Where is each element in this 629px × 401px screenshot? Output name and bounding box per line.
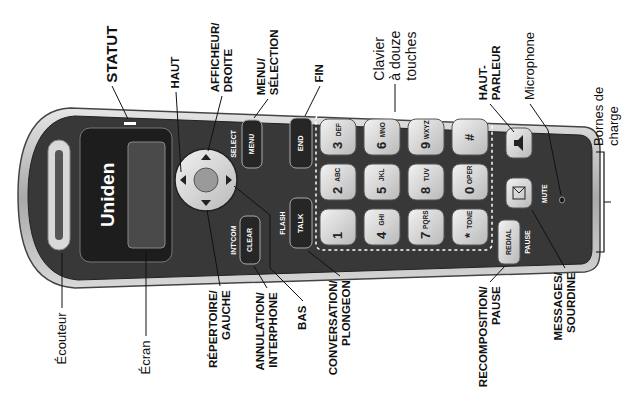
key-text: 7 <box>419 231 434 238</box>
nav-arrow <box>226 175 232 185</box>
envelope-icon <box>513 187 525 199</box>
key-text: TONE <box>466 210 473 228</box>
earpiece <box>48 140 70 250</box>
callout-label: MENU/ SÉLECTION <box>255 9 281 95</box>
key-text: 6 <box>375 141 390 148</box>
callout-label: AFFICHEUR/ DROITE <box>209 8 235 92</box>
keypad-keys <box>320 119 488 245</box>
key-text: 1 <box>331 231 346 238</box>
key-text: 9 <box>419 141 434 148</box>
callout-label: ANNULATION/ INTERPHONE <box>254 292 280 392</box>
key-text: GHI <box>378 213 385 225</box>
callout-label: RECOMPOSITION/ PAUSE <box>477 286 503 394</box>
speaker-key <box>506 128 532 158</box>
callout-label: STATUT <box>103 2 120 82</box>
message-key <box>506 178 532 208</box>
nav-ring <box>175 149 237 211</box>
screen-panel <box>80 128 172 262</box>
key-text: TUV <box>422 168 429 181</box>
key-text: JKL <box>378 168 385 180</box>
key-text: 5 <box>375 186 390 193</box>
nav-center <box>194 168 218 192</box>
end-key <box>290 118 312 168</box>
key-text: REDIAL <box>505 229 513 255</box>
nav-arrow <box>201 200 211 206</box>
handset-body <box>18 108 600 288</box>
status-led <box>124 122 136 125</box>
handset-face <box>28 116 592 280</box>
keypad-outline <box>316 113 492 250</box>
callout-label: FIN <box>313 42 326 82</box>
menu-key <box>242 120 262 168</box>
key-text: MNO <box>378 122 385 137</box>
key-text: WXYZ <box>422 120 429 139</box>
key-text: SELECT <box>230 130 238 158</box>
envelope-icon <box>513 187 525 193</box>
key-text: FLASH <box>278 211 286 234</box>
nav-arrow <box>180 175 186 185</box>
talk-key <box>290 198 312 248</box>
display-glass <box>128 142 165 248</box>
key-text: * <box>463 232 478 237</box>
key-text: INT'COM <box>229 225 237 254</box>
redial-key <box>498 220 520 264</box>
key-text: 8 <box>419 186 434 193</box>
key-text: MENU <box>248 134 256 155</box>
callout-label: HAUT <box>169 38 182 88</box>
earpiece-slot <box>55 150 63 240</box>
nav-arrow <box>201 154 211 160</box>
key-text: MUTE <box>541 184 548 202</box>
key-text: TALK <box>297 213 306 232</box>
callout-label: Microphone <box>523 15 538 100</box>
key-text: PQRS <box>422 210 429 228</box>
key-text: PAUSE <box>524 230 532 254</box>
key-text: 3 <box>331 141 346 148</box>
microphone-hole <box>560 197 565 203</box>
callout-label: BAS <box>296 305 309 339</box>
key-text: # <box>463 133 478 140</box>
charge-bracket <box>596 152 611 252</box>
key-text: END <box>297 135 306 151</box>
speaker-icon <box>514 135 523 151</box>
callout-label: Bornes de charge <box>592 84 622 146</box>
brand-logo: Uniden <box>97 163 119 227</box>
leader-lines <box>62 84 565 336</box>
key-text: OPER <box>466 165 473 183</box>
callout-label: HAUT- PARLEUR <box>477 20 503 100</box>
clear-key <box>240 216 260 264</box>
key-text: 4 <box>375 231 390 238</box>
key-text: ABC <box>334 167 341 181</box>
key-text: CLEAR <box>246 228 254 252</box>
callout-label: Clavier à douze touches <box>371 27 419 80</box>
key-text: 0 <box>463 186 478 193</box>
callout-label: CONVERSATION/ PLONGEON <box>327 280 353 392</box>
callout-label: Écran <box>139 340 154 390</box>
callout-label: MESSAGES/ SOURDINE <box>552 272 578 372</box>
key-text: DEF <box>334 123 341 136</box>
callout-label: Écouteur <box>55 312 70 392</box>
callout-label: RÉPERTOIRE/ GAUCHE <box>207 290 233 390</box>
key-text: 2 <box>331 186 346 193</box>
